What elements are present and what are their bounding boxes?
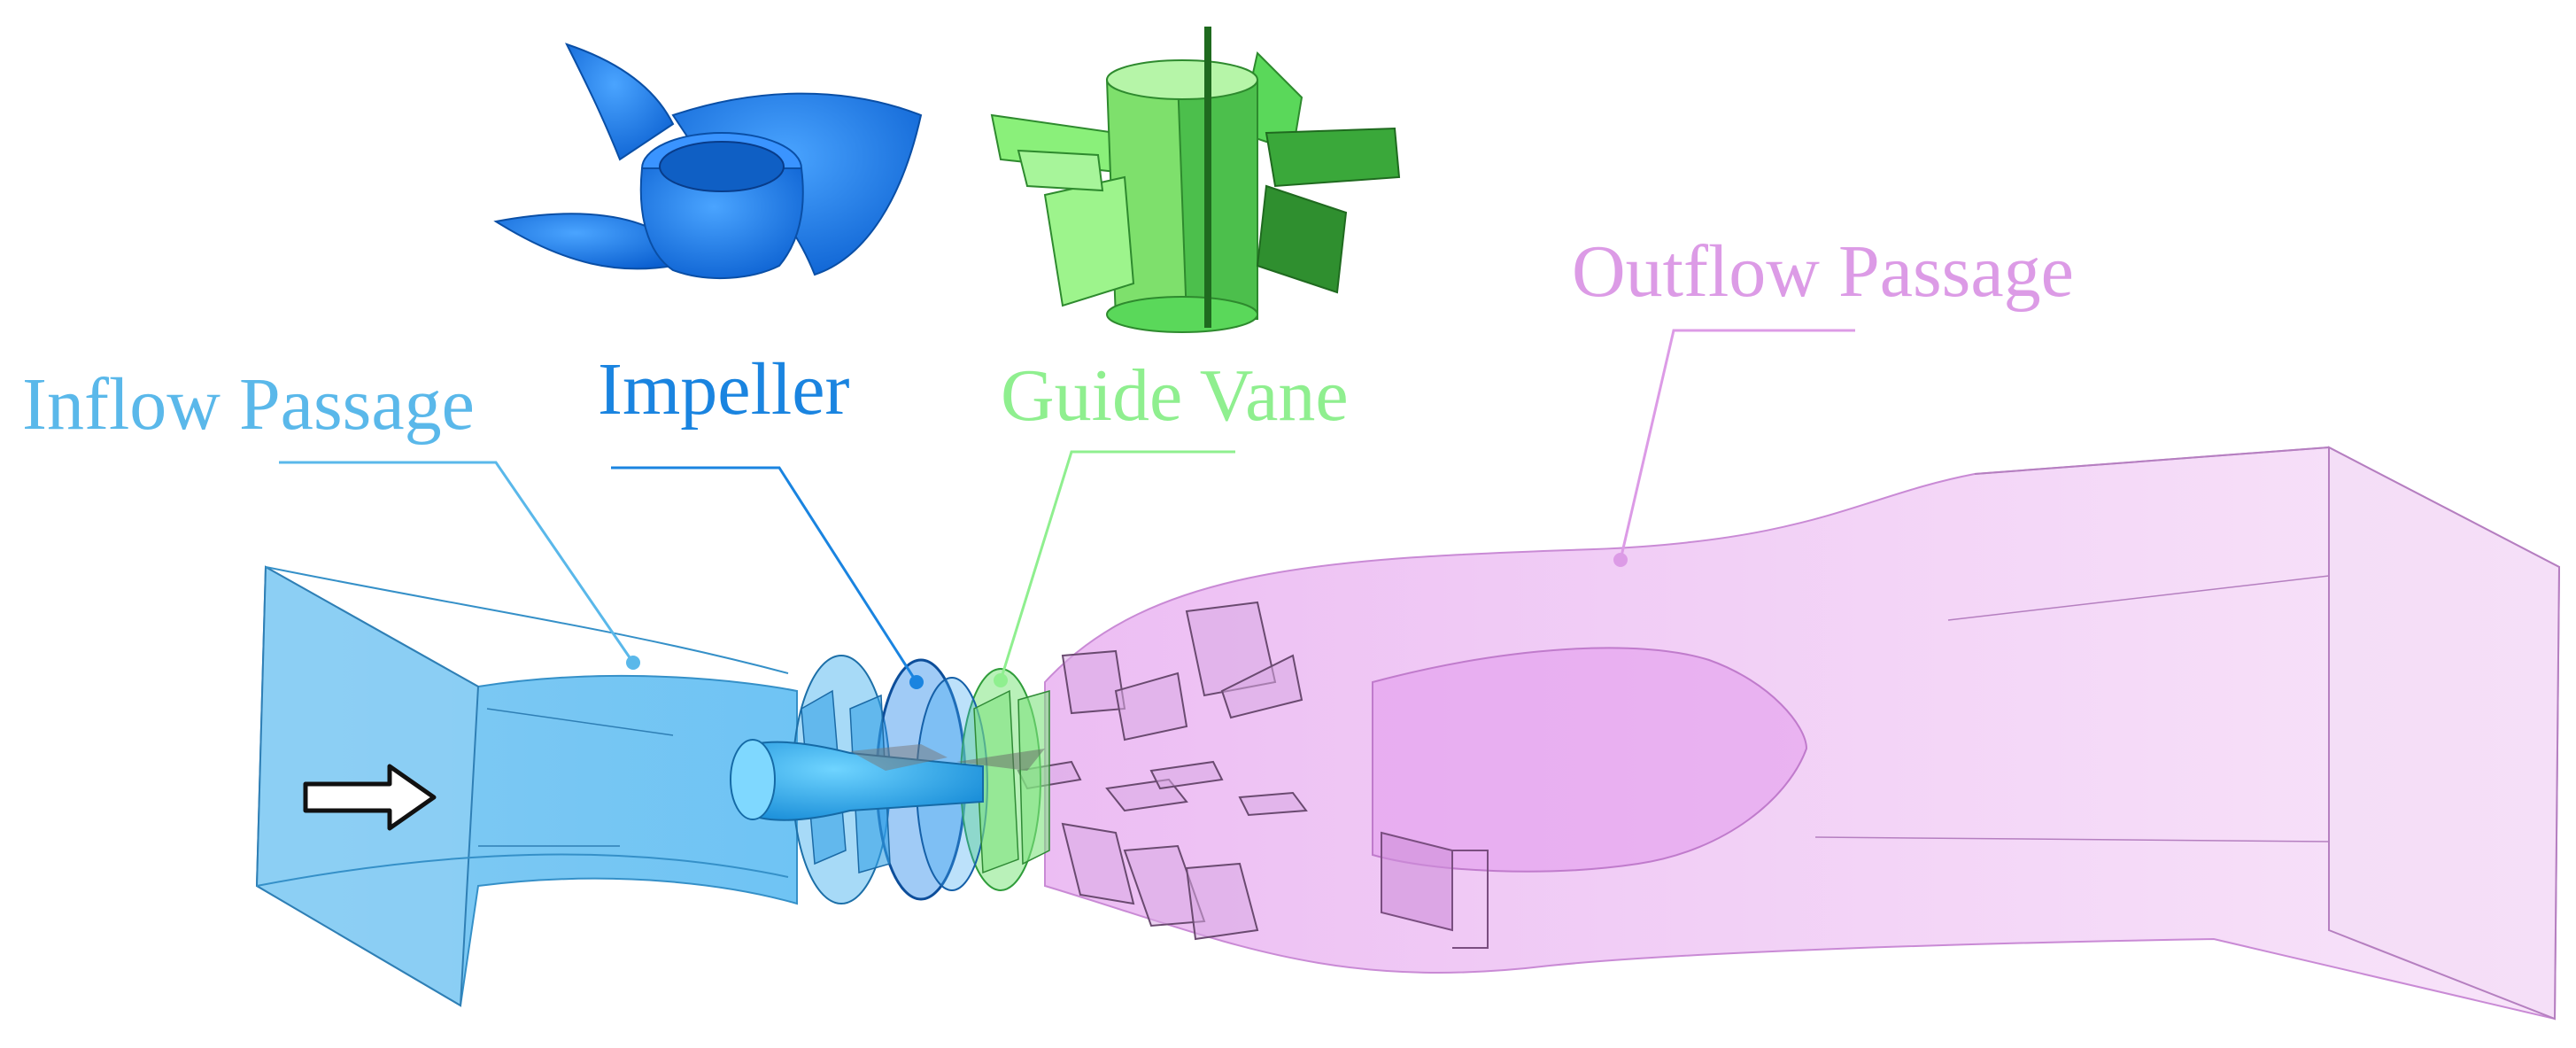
impeller-label: Impeller — [598, 348, 850, 431]
outflow-passage-label: Outflow Passage — [1572, 230, 2074, 313]
impeller-component-icon — [493, 43, 923, 280]
leader-lines — [279, 329, 1855, 689]
outflow-vane-sketches — [1017, 601, 1308, 941]
pump-hub-shaft — [730, 739, 1045, 821]
guide-vane-component-icon — [990, 27, 1401, 333]
inflow-leader — [279, 461, 635, 664]
outflow-leader — [1619, 329, 1855, 561]
guide-vane-leader — [999, 450, 1235, 681]
inflow-passage-label: Inflow Passage — [22, 363, 475, 446]
guide-vane-label: Guide Vane — [1001, 354, 1349, 437]
flow-direction-arrow-icon — [303, 764, 437, 831]
impeller-leader — [611, 466, 918, 683]
outflow-passage-body — [1044, 446, 2561, 1021]
